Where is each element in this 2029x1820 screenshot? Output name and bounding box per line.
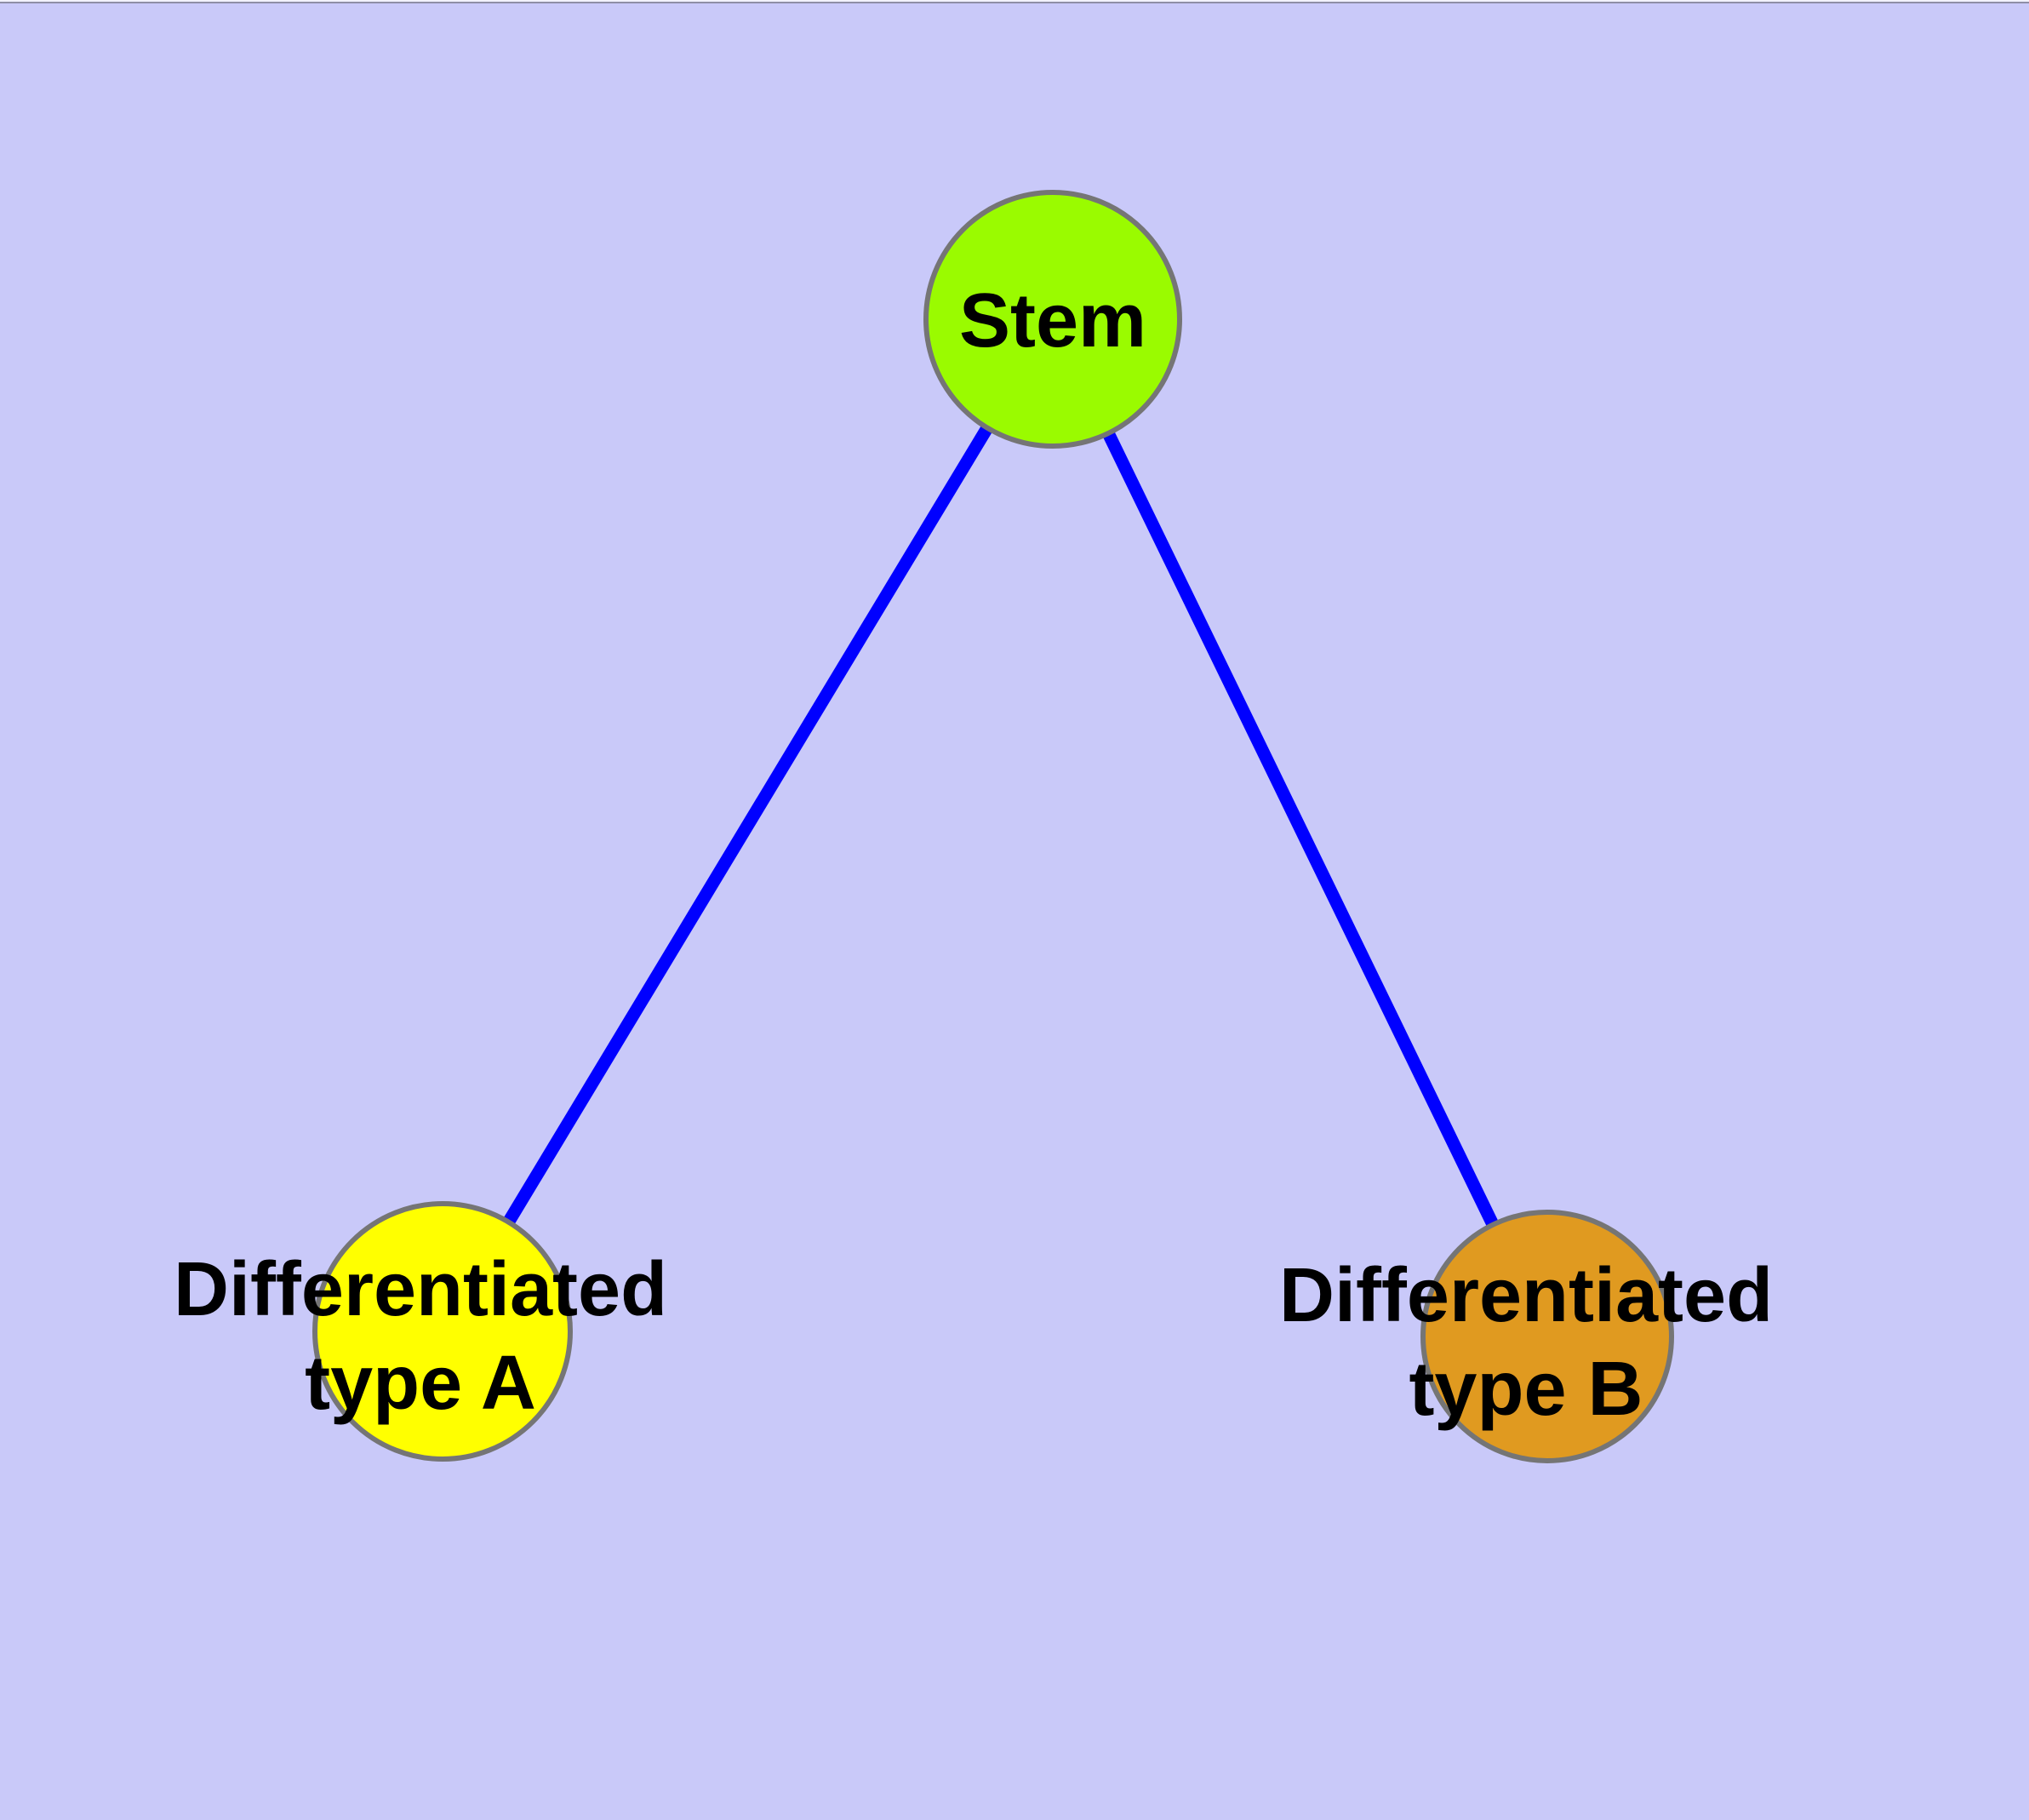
node-stem-label: Stem xyxy=(959,274,1146,368)
node-type-b-label-line2: type B xyxy=(1409,1347,1643,1432)
node-type-b-circle xyxy=(1420,1210,1674,1463)
node-type-a-circle xyxy=(312,1201,573,1462)
node-type-b-label: Differentiated type B xyxy=(1279,1249,1773,1436)
node-type-a-label-line2: type A xyxy=(305,1341,536,1426)
edge-stem-to-type-a xyxy=(437,316,1059,1335)
node-stem-circle xyxy=(923,190,1182,449)
node-type-b-label-line1: Differentiated xyxy=(1278,1253,1774,1338)
node-type-a-label-line1: Differentiated xyxy=(173,1247,668,1332)
top-edge-artifact-light xyxy=(0,0,2029,2)
node-type-a-label: Differentiated type A xyxy=(174,1243,667,1430)
top-edge-artifact-dark xyxy=(0,2,2029,3)
edge-stem-to-type-b xyxy=(1047,316,1553,1340)
node-stem-label-text: Stem xyxy=(958,278,1147,363)
